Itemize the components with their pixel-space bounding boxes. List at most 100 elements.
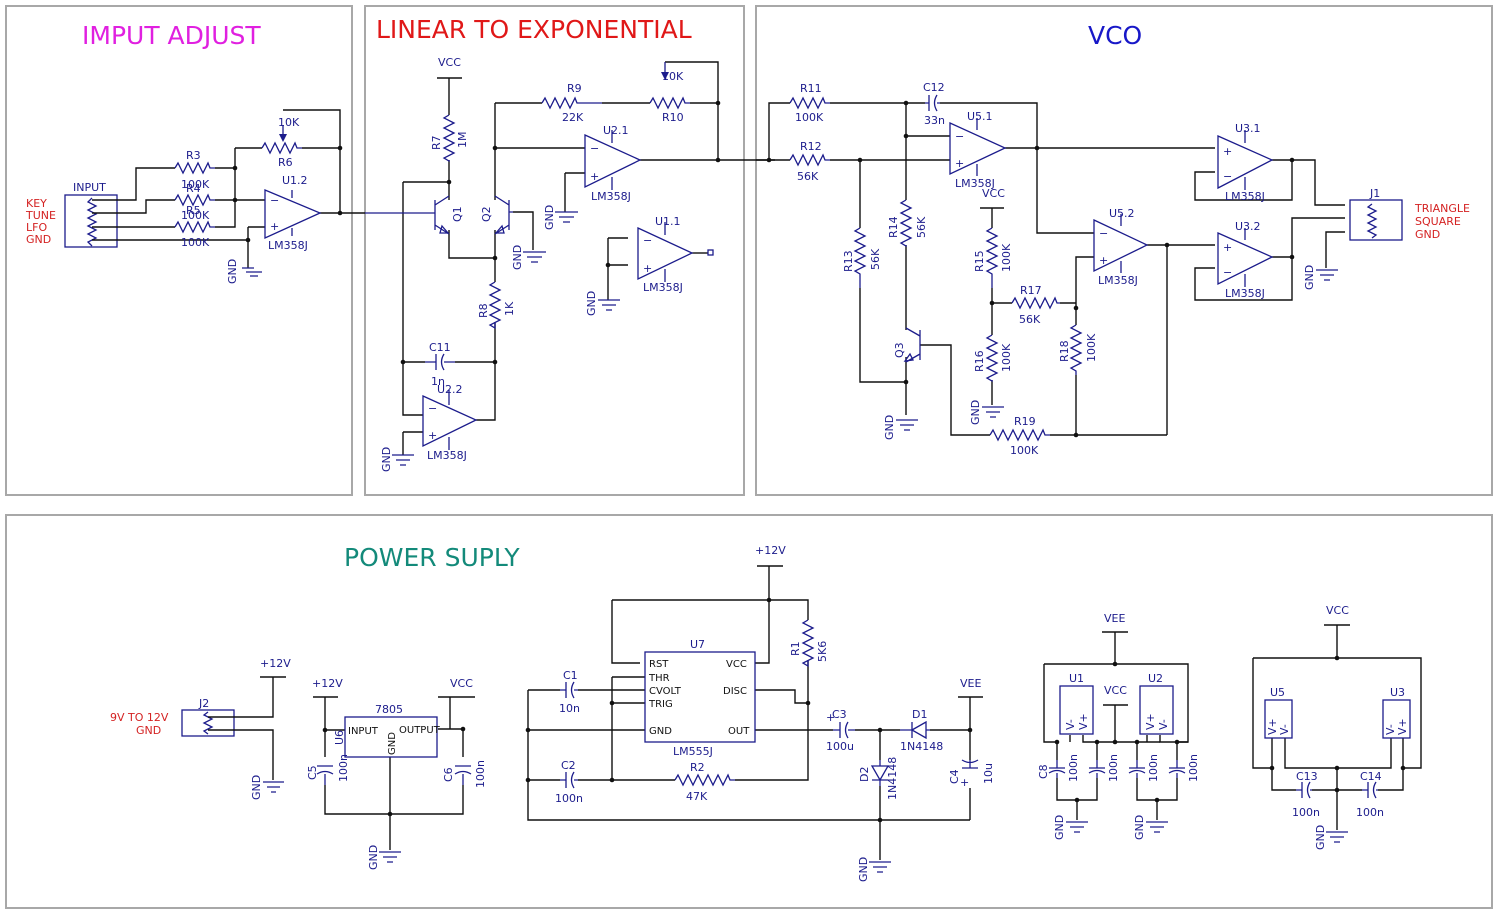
gnd-label: GND xyxy=(969,400,982,425)
u3-2-ref: U3.2 xyxy=(1235,220,1261,233)
input-signal-gnd: GND xyxy=(26,233,51,246)
u2-2-ref: U2.2 xyxy=(437,383,463,396)
c14-ref: C14 xyxy=(1360,770,1382,783)
q1-ref: Q1 xyxy=(451,206,464,222)
gnd-label: GND xyxy=(380,447,393,472)
r11-ref: R11 xyxy=(800,82,822,95)
r7-ref: R7 xyxy=(430,135,443,150)
r4-value: 100K xyxy=(181,209,210,222)
r15-value: 100K xyxy=(1000,243,1013,272)
u1-1-ref: U1.1 xyxy=(655,215,681,228)
c4-ref: C4 xyxy=(948,769,961,784)
gnd-label: GND xyxy=(1053,815,1066,840)
gnd-label: GND xyxy=(857,857,870,882)
gnd-label: GND xyxy=(543,205,556,230)
title-linear-to-exponential: LINEAR TO EXPONENTIAL xyxy=(376,15,692,44)
r9-value: 22K xyxy=(562,111,584,124)
u1-1-part: LM358J xyxy=(643,281,683,294)
c3-ref: C3 xyxy=(832,708,847,721)
diode-d2 xyxy=(870,760,890,786)
r13-value: 56K xyxy=(869,248,882,270)
transistor-q3 xyxy=(903,327,921,363)
u5-2-part: LM358J xyxy=(1098,274,1138,287)
c10-value: 100n xyxy=(1147,754,1160,782)
svg-text:+: + xyxy=(270,220,279,233)
timer-u7 xyxy=(644,651,756,743)
r10-ref: R10 xyxy=(662,111,684,124)
power-signal-gnd: GND xyxy=(136,724,161,737)
ground-icon xyxy=(1146,821,1168,833)
regulator-gnd-pin: GND xyxy=(387,732,398,755)
ground-icon xyxy=(1326,831,1348,843)
gnd-label: GND xyxy=(1303,265,1316,290)
u2-2-part: LM358J xyxy=(427,449,467,462)
ground-icon xyxy=(1066,821,1088,833)
c11-ref: C11 xyxy=(429,341,451,354)
q3-ref: Q3 xyxy=(893,342,906,358)
gnd-label: GND xyxy=(883,415,896,440)
vee-label: VEE xyxy=(960,677,981,690)
c9-value: 100n xyxy=(1107,754,1120,782)
r11-value: 100K xyxy=(795,111,824,124)
opamp-u1-2: − + xyxy=(264,189,322,240)
u5-2-ref: U5.2 xyxy=(1109,207,1135,220)
ground-icon xyxy=(392,454,414,466)
gnd-label: GND xyxy=(1133,815,1146,840)
svg-text:−: − xyxy=(270,194,279,207)
frame-power-supply xyxy=(5,514,1493,909)
vee-label: VEE xyxy=(1104,612,1125,625)
r10-value: 10K xyxy=(662,70,684,83)
pot-wiper-arrow-icon xyxy=(279,134,287,142)
transistor-q1 xyxy=(365,195,450,235)
u5-vminus: V- xyxy=(1278,724,1291,735)
output-signal-square: SQUARE xyxy=(1415,215,1461,228)
title-input-adjust: IMPUT ADJUST xyxy=(82,21,261,50)
vcc-label: VCC xyxy=(982,187,1005,200)
j2-ref: J2 xyxy=(198,697,209,710)
title-power-supply: POWER SUPLY xyxy=(344,543,520,572)
c4-value: 10u xyxy=(982,763,995,784)
r7-value: 1M xyxy=(456,132,469,149)
c6-ref: C6 xyxy=(442,767,455,782)
r19-value: 100K xyxy=(1010,444,1039,457)
svg-text:+: + xyxy=(1223,241,1232,254)
opamp-power-u3 xyxy=(1382,699,1411,739)
u2-power-ref: U2 xyxy=(1148,672,1163,685)
u3-vminus: V- xyxy=(1384,724,1397,735)
c7-value: 100n xyxy=(1187,754,1200,782)
ground-icon xyxy=(598,299,620,311)
c13-value: 100n xyxy=(1292,806,1320,819)
svg-text:−: − xyxy=(590,142,599,155)
u5-vplus: V+ xyxy=(1266,718,1279,735)
u5-1-ref: U5.1 xyxy=(967,110,993,123)
opamp-power-u5 xyxy=(1264,699,1293,739)
p12v-label: +12V xyxy=(260,657,291,670)
u7-pin-thr: THR xyxy=(648,673,670,684)
u5-1-part: LM358J xyxy=(955,177,995,190)
opamp-power-u2 xyxy=(1139,685,1174,735)
u7-pin-vcc: VCC xyxy=(726,659,747,670)
ground-icon xyxy=(896,419,918,431)
r1-value: 5K6 xyxy=(816,641,829,662)
r6-value: 10K xyxy=(278,116,300,129)
r5-value: 100K xyxy=(181,236,210,249)
svg-text:+: + xyxy=(826,711,835,724)
input-connector: INPUT xyxy=(64,181,118,248)
r19-ref: R19 xyxy=(1014,415,1036,428)
opamp-u5-1: − + xyxy=(949,118,1007,176)
c1-value: 10n xyxy=(559,702,580,715)
opamp-power-u1 xyxy=(1059,685,1094,735)
u7-pin-gnd: GND xyxy=(649,726,672,737)
p12v-label: +12V xyxy=(755,544,786,557)
ground-icon xyxy=(982,406,1004,418)
c14-value: 100n xyxy=(1356,806,1384,819)
power-connector-j2 xyxy=(181,709,235,737)
u2-vplus: V+ xyxy=(1144,713,1157,730)
u3-2-part: LM358J xyxy=(1225,287,1265,300)
u1-vplus: V+ xyxy=(1077,713,1090,730)
svg-text:−: − xyxy=(955,130,964,143)
opamp-u5-2: − + xyxy=(1093,214,1149,273)
ground-icon xyxy=(523,251,546,263)
regulator-input-pin: INPUT xyxy=(348,726,379,737)
r14-value: 56K xyxy=(915,216,928,238)
